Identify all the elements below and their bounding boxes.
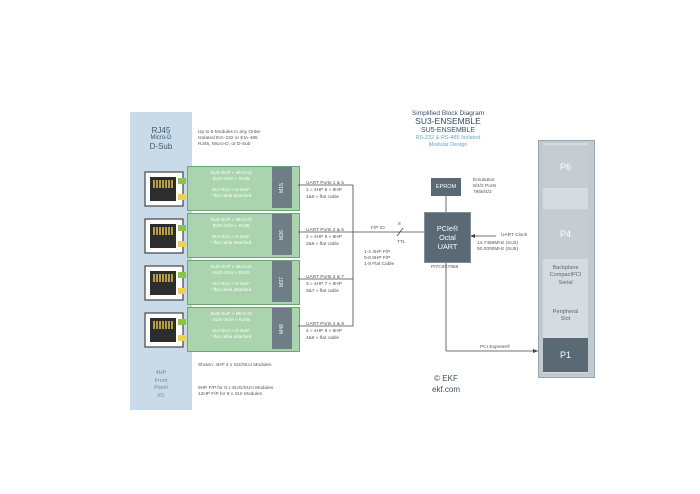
faceplate-top-label: RJ45 Micro-D D-Sub: [130, 126, 192, 151]
faceplate-label-microd: Micro-D: [150, 135, 172, 142]
chip-label-pcie: PCIe®: [436, 224, 459, 233]
rj45-connector-1-icon: [144, 171, 186, 207]
module-tab-2: M26: [272, 214, 292, 255]
copyright: © EKF ekf.com: [432, 374, 460, 396]
bus-width-label: 8: [398, 222, 401, 227]
rj45-connector-4-icon: [144, 312, 186, 348]
ttl-label: TTL: [397, 240, 406, 245]
pcie-octal-uart-chip: PCIe® Octal UART: [424, 212, 471, 263]
subtitle-modular: Modular Design: [428, 141, 468, 148]
uart-clock-label: UART Clock: [501, 233, 528, 238]
connector-p1: P1: [543, 338, 588, 372]
faceplate-label-dsub: D-Sub: [149, 142, 173, 152]
chip-label-uart: UART: [437, 242, 458, 251]
faceplate-label-io: I/O: [157, 392, 165, 399]
faceplate-label-hp: 4HP: [155, 370, 167, 376]
diagram-title: Simplified Block Diagram: [411, 110, 485, 117]
module-tab-3: M37: [272, 261, 292, 302]
faceplate-label-panel: Panel: [154, 385, 168, 392]
faceplate-bottom-label: 4HP Front Panel I/O: [130, 370, 192, 400]
eprom-block: EPROM: [431, 178, 461, 196]
model-su3: SU3-ENSEMBLE: [415, 116, 481, 127]
shown-note: Shown: 4HP 4 x SUI/SUJ Modules: [198, 363, 272, 368]
faceplate-label-rj45: RJ45: [151, 126, 171, 135]
fp-io-label: F/P IO: [371, 226, 385, 231]
connector-p6: P6: [543, 145, 588, 188]
chip-label-octal: Octal: [439, 233, 456, 242]
diagram-header: Simplified Block Diagram SU3-ENSEMBLE SU…: [400, 110, 496, 148]
module-tab-1: M15: [272, 167, 292, 208]
connector-p4: P4: [543, 209, 588, 259]
copyright-ekf: © EKF: [434, 374, 458, 383]
rj45-connector-2-icon: [144, 218, 186, 254]
rj45-connector-3-icon: [144, 265, 186, 301]
subtitle-isolated: RS-232 & RS-485 Isolated: [415, 135, 481, 142]
website-link[interactable]: ekf.com: [432, 384, 461, 394]
model-su5: SU5-ENSEMBLE: [420, 127, 476, 135]
pci-express-label: PCI Express®: [480, 345, 511, 350]
front-panel: [130, 112, 192, 410]
faceplate-label-front: Front: [154, 377, 168, 384]
clock-frequencies: 14.7456MHz (SU3)50.0000MHz (SU5): [477, 241, 519, 253]
chip-part-number: PI7C9X7958: [431, 265, 459, 270]
module-tab-4: M48: [272, 308, 292, 349]
